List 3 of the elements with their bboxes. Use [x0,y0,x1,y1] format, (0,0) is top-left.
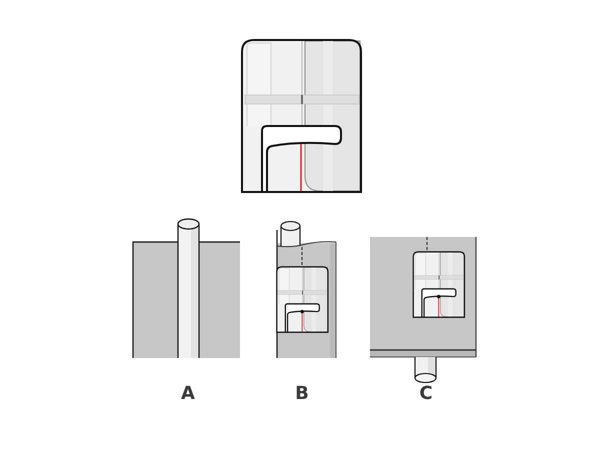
panel-letter: B [294,383,310,405]
panel-letter: A [180,383,196,405]
panel-letter: C [418,383,434,405]
